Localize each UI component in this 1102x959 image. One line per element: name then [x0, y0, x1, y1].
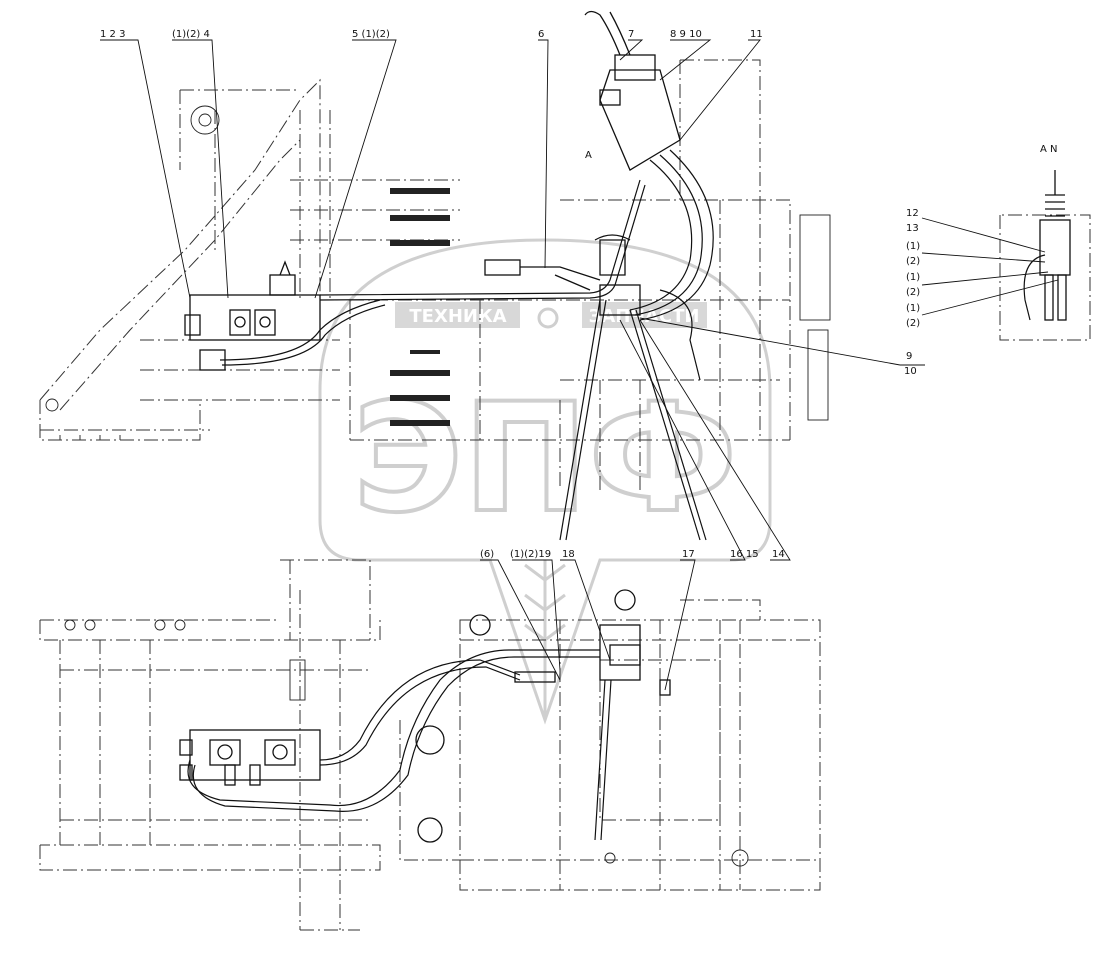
detail-label-13: 13	[906, 223, 919, 234]
callout-18: 18	[562, 549, 575, 560]
view-a-marker: A	[585, 150, 592, 161]
detail-title: A N	[1040, 144, 1058, 155]
callout-1-2-4: (1)(2) 4	[172, 29, 210, 40]
top-control-unit	[484, 10, 681, 316]
watermark-left-text: ТЕХНИКА	[409, 306, 506, 327]
watermark-right-text: ЗАПЧАСТИ	[589, 306, 700, 327]
detail-part-1b: (1)	[906, 272, 920, 283]
callout-1-2-19: (1)(2)19	[510, 549, 551, 560]
leader-lines	[100, 39, 925, 691]
callout-9: 9	[906, 351, 912, 362]
top-valve-block	[184, 260, 321, 371]
detail-part-2c: (2)	[906, 318, 920, 329]
gear-icon	[537, 307, 559, 329]
bottom-frame-outline	[39, 559, 821, 931]
detail-view-a: A N 12 13 (1) (2) (1) (2) (1) (2)	[906, 144, 1091, 341]
callout-6: 6	[538, 29, 544, 40]
bottom-valve-block	[179, 729, 321, 786]
callout-7: 7	[628, 29, 634, 40]
callout-16-15: 16 15	[730, 549, 759, 560]
detail-part-2b: (2)	[906, 287, 920, 298]
detail-part-1a: (1)	[906, 241, 920, 252]
callout-8-9-10: 8 9 10	[670, 29, 702, 40]
bolt-stack	[390, 188, 450, 426]
callout-14: 14	[772, 549, 785, 560]
detail-part-2a: (2)	[906, 256, 920, 267]
detail-label-12: 12	[906, 208, 919, 219]
callout-1-2-3: 1 2 3	[100, 29, 125, 40]
callout-10: 10	[904, 366, 917, 377]
bottom-hoses	[187, 624, 671, 841]
callout-11: 11	[750, 29, 763, 40]
watermark: ТЕХНИКА ЗАПЧАСТИ ЭПФ	[318, 238, 772, 725]
callout-6-bottom: (6)	[480, 549, 494, 560]
callout-17: 17	[682, 549, 695, 560]
top-frame-outline	[39, 59, 831, 490]
detail-part-1c: (1)	[906, 303, 920, 314]
callout-labels: 1 2 3 (1)(2) 4 5 (1)(2) 6 7 8 9 10 11 A …	[100, 29, 917, 560]
callout-5-1-2: 5 (1)(2)	[352, 29, 390, 40]
